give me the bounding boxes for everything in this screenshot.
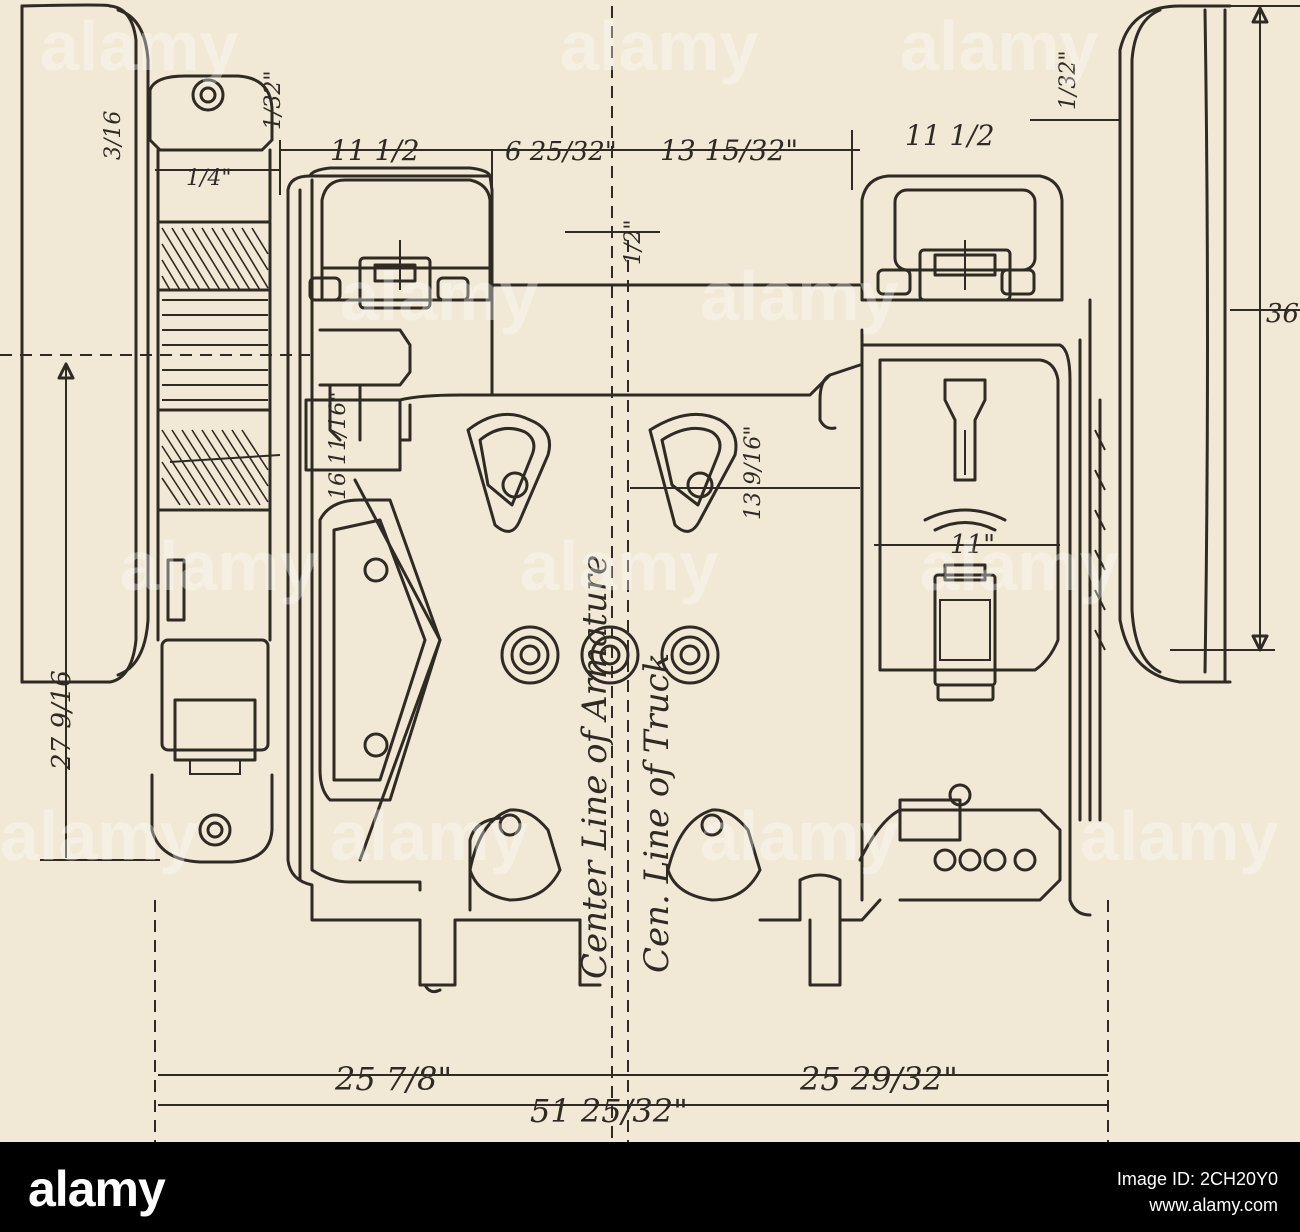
gear-case: [758, 174, 1106, 987]
dim-25-7-8: 25 7/8": [334, 1060, 452, 1098]
dim-27-9-16: 27 9/16: [47, 670, 77, 771]
svg-text:alamy: alamy: [0, 797, 199, 875]
dim-51-25-32: 51 25/32": [530, 1092, 688, 1130]
footer-bar: alamy Image ID: 2CH20Y0 www.alamy.com: [0, 1142, 1300, 1232]
dim-36: 36: [1266, 299, 1299, 329]
dim-3-16: 3/16: [101, 111, 126, 160]
dim-25-29-32: 25 29/32": [799, 1060, 958, 1098]
svg-text:alamy: alamy: [700, 797, 899, 875]
svg-text:alamy: alamy: [900, 7, 1099, 85]
dim-11-1-2-right: 11 1/2: [905, 119, 995, 152]
svg-text:alamy: alamy: [920, 527, 1119, 605]
svg-text:alamy: alamy: [1080, 797, 1279, 875]
dimension-labels: 36 27 9/16 3/16 1/4" 1/32" 11 1/2 6 25/3…: [47, 50, 1299, 1130]
svg-text:alamy: alamy: [520, 527, 719, 605]
dim-1-32-right: 1/32": [1056, 50, 1081, 110]
svg-text:alamy: alamy: [330, 797, 529, 875]
label-center-armature: Center Line of Armature: [575, 555, 615, 979]
svg-text:alamy: alamy: [120, 527, 319, 605]
dim-13-15-32: 13 15/32": [660, 134, 798, 167]
dim-11: 11": [950, 530, 995, 560]
dim-1-4: 1/4": [186, 166, 232, 191]
image-id-label: Image ID: 2CH20Y0: [1116, 1169, 1278, 1189]
motor-frame: [286, 166, 862, 994]
dim-16-11-16: 16 11/16": [326, 391, 351, 500]
right-wheel: [1118, 4, 1232, 684]
left-bearing-assembly: [0, 74, 310, 864]
dim-6-25-32: 6 25/32": [505, 137, 617, 167]
left-wheel: [20, 3, 150, 684]
dim-1-2: 1/2": [621, 219, 646, 265]
label-center-truck: Cen. Line of Truck: [637, 653, 677, 973]
center-lines: [154, 6, 1109, 1142]
svg-text:alamy: alamy: [340, 257, 539, 335]
dim-13-9-16: 13 9/16": [741, 425, 766, 520]
hatched-section: [161, 227, 269, 506]
svg-text:alamy: alamy: [40, 7, 239, 85]
svg-text:alamy: alamy: [560, 7, 759, 85]
alamy-logo: alamy: [28, 1161, 166, 1217]
dim-1-32-left: 1/32": [261, 70, 286, 130]
dim-11-1-2-left: 11 1/2: [330, 134, 420, 167]
watermark: alamy alamy alamy alamy alamy alamy alam…: [0, 7, 1279, 875]
dimension-lines: [40, 5, 1300, 1106]
svg-text:alamy: alamy: [700, 257, 899, 335]
drawing-area: 36 27 9/16 3/16 1/4" 1/32" 11 1/2 6 25/3…: [0, 3, 1300, 1142]
image-id-block: Image ID: 2CH20Y0 www.alamy.com: [1117, 1166, 1278, 1218]
site-url: www.alamy.com: [1149, 1195, 1278, 1215]
motor-drawing: 36 27 9/16 3/16 1/4" 1/32" 11 1/2 6 25/3…: [0, 3, 1300, 1142]
